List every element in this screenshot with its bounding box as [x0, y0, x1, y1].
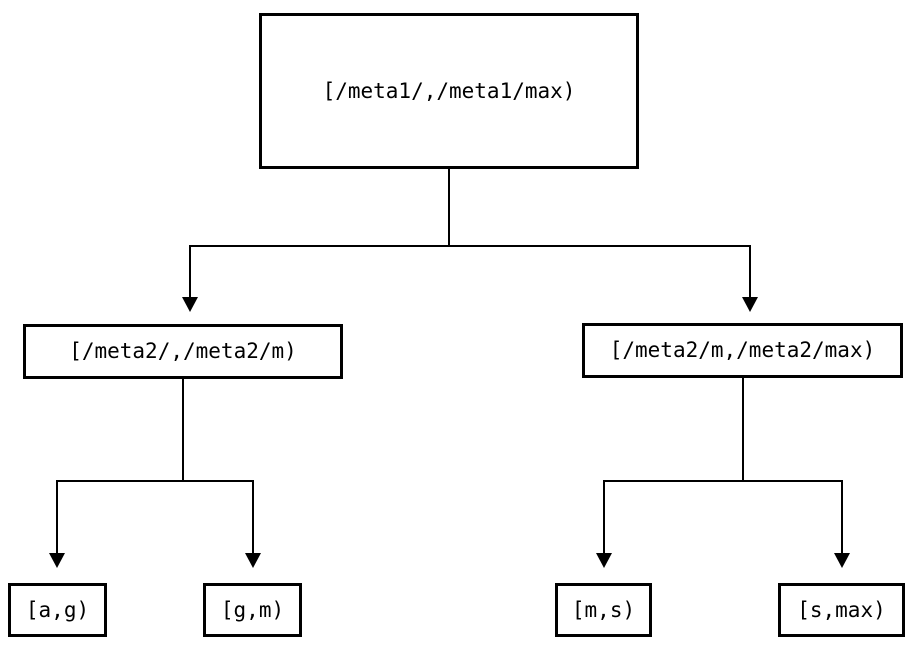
- arrowhead-down-icon: [596, 553, 612, 568]
- arrowhead-down-icon: [49, 553, 65, 568]
- tree-node-meta2-left: [/meta2/,/meta2/m): [23, 324, 343, 379]
- arrowhead-down-icon: [742, 297, 758, 312]
- tree-node-meta2-right: [/meta2/m,/meta2/max): [582, 323, 903, 378]
- arrowhead-down-icon: [834, 553, 850, 568]
- tree-leaf-a-g: [a,g): [8, 583, 107, 637]
- tree-leaf-m-s: [m,s): [555, 583, 652, 637]
- tree-leaf-a-g-label: [a,g): [25, 597, 90, 622]
- tree-leaf-g-m-label: [g,m): [220, 597, 285, 622]
- tree-node-root-label: [/meta1/,/meta1/max): [322, 78, 576, 103]
- tree-leaf-m-s-label: [m,s): [571, 597, 636, 622]
- tree-leaf-g-m: [g,m): [203, 583, 302, 637]
- tree-node-meta2-right-label: [/meta2/m,/meta2/max): [609, 338, 876, 362]
- tree-leaf-s-max-label: [s,max): [797, 597, 886, 622]
- tree-node-meta2-left-label: [/meta2/,/meta2/m): [69, 339, 297, 363]
- arrowhead-down-icon: [245, 553, 261, 568]
- arrowhead-down-icon: [182, 297, 198, 312]
- connector-right-to-leaves: [603, 378, 843, 554]
- tree-node-root: [/meta1/,/meta1/max): [259, 13, 639, 169]
- connector-left-to-leaves: [56, 379, 254, 554]
- connector-root-to-level2: [189, 169, 751, 298]
- tree-leaf-s-max: [s,max): [778, 583, 905, 637]
